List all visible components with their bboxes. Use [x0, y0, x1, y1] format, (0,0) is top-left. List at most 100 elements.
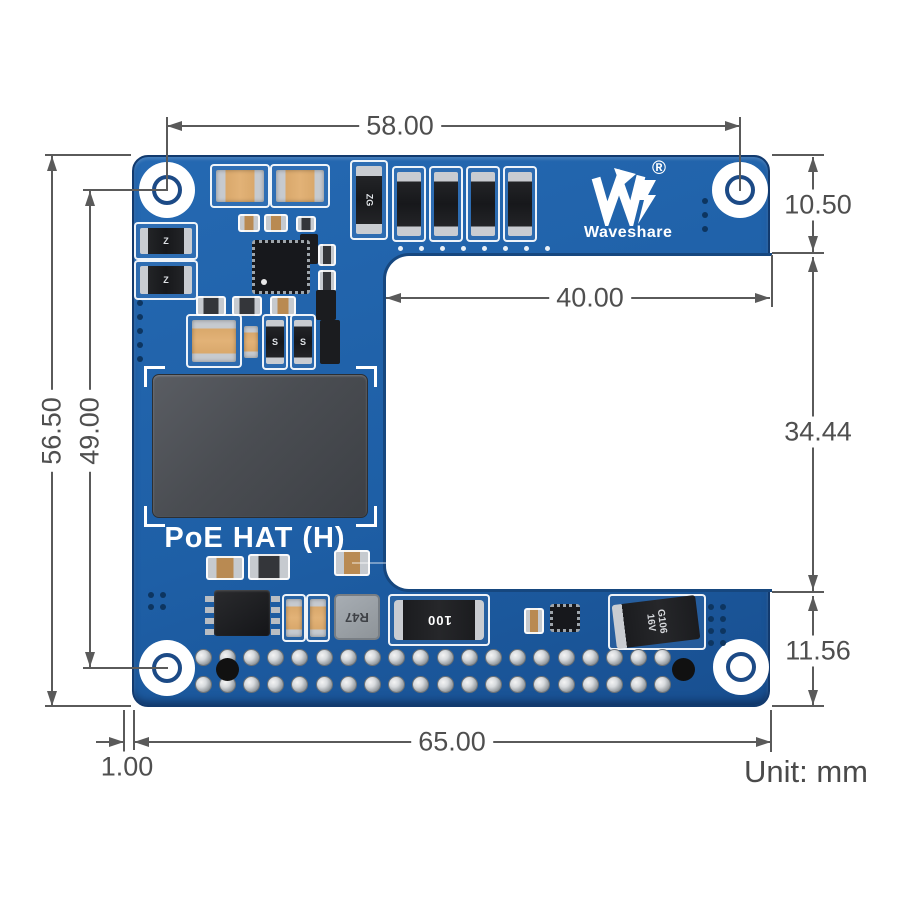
diode	[434, 172, 458, 236]
arrow-down-icon	[85, 652, 95, 667]
ext-line	[772, 705, 824, 707]
gpio-pin	[291, 648, 309, 666]
diode	[471, 172, 495, 236]
transistor	[320, 320, 340, 364]
gpio-pin	[267, 648, 285, 666]
arrow-right-icon	[725, 121, 740, 131]
gpio-pin	[581, 675, 599, 693]
dim-edge-margin-label: 1.00	[93, 751, 161, 783]
ic-legs	[271, 596, 280, 636]
dim-cutout-width-label: 40.00	[549, 282, 631, 314]
gpio-pin	[412, 675, 430, 693]
diode: S	[294, 320, 312, 364]
gpio-pin	[654, 675, 672, 693]
gpio-pin	[339, 648, 357, 666]
gpio-pin	[557, 675, 575, 693]
arrow-down-icon	[808, 690, 818, 705]
via-dot	[720, 640, 726, 646]
ext-line	[772, 154, 824, 156]
unit-label: Unit: mm	[744, 754, 868, 789]
via-dot	[461, 246, 466, 251]
via-dot	[137, 300, 143, 306]
via-dot	[702, 212, 708, 218]
tantalum-capacitor: 100	[394, 600, 484, 640]
gpio-pin	[291, 675, 309, 693]
power-ic	[214, 590, 270, 636]
arrow-up-icon	[47, 156, 57, 171]
capacitor	[276, 170, 324, 202]
arrow-up-icon	[85, 191, 95, 206]
gpio-pin	[436, 648, 454, 666]
diode	[508, 172, 532, 236]
gpio-pin	[605, 648, 623, 666]
arrow-right-icon	[755, 293, 770, 303]
trace-line	[352, 562, 472, 564]
gpio-pin	[509, 675, 527, 693]
corner-bracket-icon	[144, 506, 165, 527]
dim-board-width-label: 65.00	[411, 726, 493, 758]
via-dot	[708, 616, 714, 622]
via-dot	[148, 592, 154, 598]
controller-ic	[252, 240, 310, 294]
via-dot	[398, 246, 403, 251]
resistor	[318, 244, 336, 266]
gpio-pin	[605, 675, 623, 693]
via-dot	[708, 640, 714, 646]
via-dot	[545, 246, 550, 251]
arrow-up-icon	[808, 157, 818, 172]
ext-line	[45, 154, 131, 156]
small-ic	[550, 604, 580, 632]
diode	[397, 172, 421, 236]
ext-line	[166, 117, 168, 191]
diode-marking: Z	[163, 236, 169, 246]
pin1-dot	[261, 279, 267, 285]
resistor	[238, 214, 260, 232]
header-key-hole	[216, 658, 239, 681]
gpio-pin	[339, 675, 357, 693]
via-dot	[708, 628, 714, 634]
resistor	[232, 296, 262, 316]
gpio-pin	[242, 648, 260, 666]
gpio-pin	[509, 648, 527, 666]
dim-line-top-hole-spacing	[167, 125, 740, 127]
diode-marking: S	[299, 337, 306, 347]
via-dot	[440, 246, 445, 251]
gpio-pin	[460, 675, 478, 693]
gpio-pin	[484, 675, 502, 693]
resistor	[264, 214, 288, 232]
mounting-hole-bottom-right	[713, 639, 769, 695]
ext-line	[83, 667, 168, 669]
via-dot	[419, 246, 424, 251]
resistor	[206, 556, 244, 580]
arrow-right-icon	[109, 737, 124, 747]
gpio-pin	[388, 648, 406, 666]
gpio-pin	[460, 648, 478, 666]
diode	[316, 290, 336, 320]
via-dot	[720, 616, 726, 622]
gpio-pin	[581, 648, 599, 666]
via-dot	[524, 246, 529, 251]
corner-bracket-icon	[356, 506, 377, 527]
registered-mark: ®	[652, 158, 666, 179]
via-dot	[503, 246, 508, 251]
gpio-pin	[533, 648, 551, 666]
gpio-pin	[242, 675, 260, 693]
gpio-pin	[363, 675, 381, 693]
diode: Z	[140, 228, 192, 254]
resistor	[296, 216, 316, 232]
dim-board-height-label: 56.50	[36, 390, 68, 472]
gpio-pin	[267, 675, 285, 693]
gpio-pin	[484, 648, 502, 666]
via-dot	[702, 226, 708, 232]
via-dot	[702, 198, 708, 204]
dim-hole-spacing-vertical-label: 49.00	[74, 390, 106, 472]
ext-line	[133, 710, 135, 750]
diode-marking: S	[271, 337, 278, 347]
diode: S	[266, 320, 284, 364]
capacitor	[310, 599, 326, 637]
gpio-pin	[194, 648, 212, 666]
via-dot	[720, 628, 726, 634]
ext-line	[772, 252, 824, 254]
